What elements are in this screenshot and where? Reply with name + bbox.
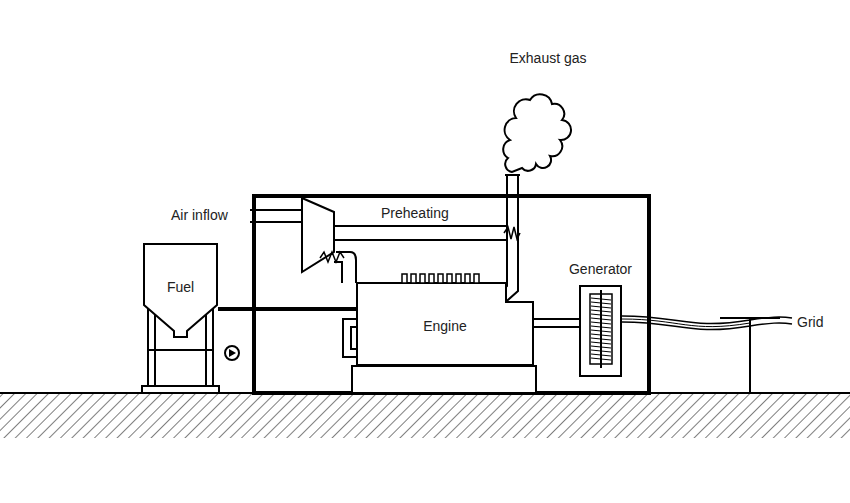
generator: Generator xyxy=(579,285,622,377)
fuel-hopper: Fuel xyxy=(143,243,218,338)
node-label: Generator xyxy=(569,261,632,278)
generator-outline xyxy=(579,285,622,377)
air-inflow-label: Air inflow xyxy=(171,207,228,224)
node-label: Engine xyxy=(423,318,467,335)
node-label: Fuel xyxy=(167,279,194,296)
preheating-label: Preheating xyxy=(381,205,449,222)
engine-block: Engine xyxy=(356,280,534,366)
grid-label: Grid xyxy=(797,314,823,331)
exhaust-label: Exhaust gas xyxy=(509,50,586,67)
drive-shaft xyxy=(218,309,356,310)
